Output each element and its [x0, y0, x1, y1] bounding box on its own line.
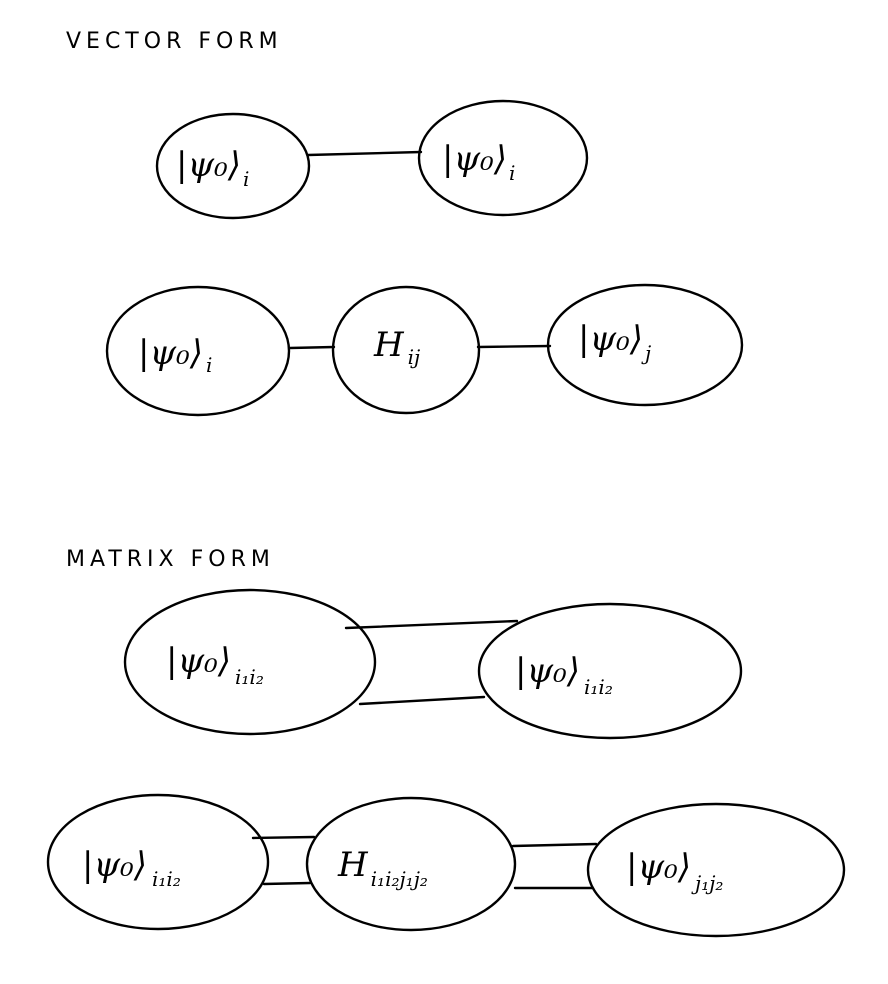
tensor-node [586, 802, 846, 938]
bond-line [251, 835, 316, 840]
svg-text:|ψ₀⟩i₁i₂: |ψ₀⟩i₁i₂ [82, 845, 181, 891]
matrix-inner-product-diagram: |ψ₀⟩i₁i₂ |ψ₀⟩i₁i₂ [123, 588, 743, 740]
bond-line [476, 344, 552, 349]
node-symbol: |ψ₀⟩ [578, 319, 643, 359]
bond-line [306, 150, 423, 157]
node-indices: i₁i₂j₁j₂ [371, 867, 428, 891]
node-symbol: |ψ₀⟩ [176, 145, 241, 185]
node-symbol: |ψ₀⟩ [626, 847, 691, 887]
node-label: |ψ₀⟩i₁i₂ [515, 651, 613, 699]
section-heading-vector: VECTOR FORM [66, 29, 283, 54]
node-label: |ψ₀⟩i₁i₂ [166, 641, 264, 689]
svg-text:Hij: Hij [373, 325, 420, 369]
node-symbol: |ψ₀⟩ [138, 333, 203, 373]
tensor-node [417, 99, 589, 217]
node-label: |ψ₀⟩j₁j₂ [626, 847, 723, 895]
svg-text:|ψ₀⟩i₁i₂: |ψ₀⟩i₁i₂ [515, 651, 613, 699]
tensor-node [546, 283, 744, 407]
svg-text:|ψ₀⟩j₁j₂: |ψ₀⟩j₁j₂ [626, 847, 723, 895]
svg-text:|ψ₀⟩i: |ψ₀⟩i [176, 145, 249, 191]
node-symbol: |ψ₀⟩ [82, 845, 147, 885]
bond-line [344, 619, 519, 630]
bond-line [511, 842, 598, 848]
tensor-node [477, 602, 743, 740]
tensor-node [123, 588, 377, 736]
bond-line [288, 345, 336, 350]
node-indices: j [641, 341, 651, 365]
node-symbol: H [337, 845, 369, 885]
bond-line [262, 881, 312, 886]
node-label: |ψ₀⟩i₁i₂ [82, 845, 181, 891]
bond-line [358, 695, 486, 706]
node-indices: ij [408, 345, 421, 369]
section-heading-matrix: MATRIX FORM [66, 547, 275, 572]
node-label: |ψ₀⟩i [138, 333, 212, 377]
node-label: |ψ₀⟩i [176, 145, 249, 191]
node-indices: j₁j₂ [691, 871, 723, 895]
tensor-node [155, 112, 311, 220]
node-indices: i₁i₂ [152, 867, 181, 891]
svg-text:|ψ₀⟩j: |ψ₀⟩j [578, 319, 651, 365]
node-indices: i₁i₂ [235, 665, 264, 689]
node-symbol: |ψ₀⟩ [166, 641, 231, 681]
svg-text:|ψ₀⟩i: |ψ₀⟩i [138, 333, 212, 377]
node-label: |ψ₀⟩i [442, 139, 515, 185]
node-indices: i [243, 167, 249, 191]
node-indices: i₁i₂ [584, 675, 613, 699]
node-indices: i [509, 161, 515, 185]
vector-inner-product-diagram: |ψ₀⟩i |ψ₀⟩i [155, 99, 589, 220]
node-label: |ψ₀⟩j [578, 319, 651, 365]
node-symbol: |ψ₀⟩ [515, 651, 580, 691]
node-symbol: H [373, 325, 405, 365]
tensor-node [46, 793, 270, 931]
tensor-node [331, 285, 481, 415]
svg-text:|ψ₀⟩i₁i₂: |ψ₀⟩i₁i₂ [166, 641, 264, 689]
tensor-node [105, 285, 291, 417]
svg-text:|ψ₀⟩i: |ψ₀⟩i [442, 139, 515, 185]
node-indices: i [206, 353, 212, 377]
node-symbol: |ψ₀⟩ [442, 139, 507, 179]
tensor-node [305, 796, 517, 932]
